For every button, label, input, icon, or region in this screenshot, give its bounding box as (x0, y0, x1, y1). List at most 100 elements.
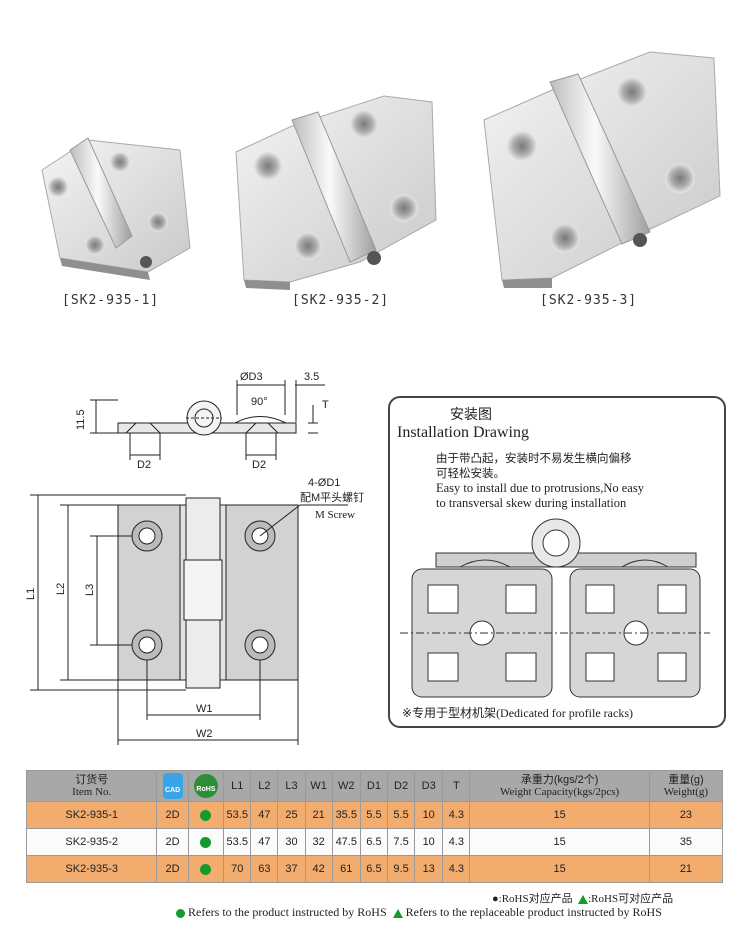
cell-w2: 35.5 (331, 801, 361, 829)
cell-l2: 47 (250, 801, 279, 829)
legend-cn: ●:RoHS对应产品 :RoHS可对应产品 (492, 890, 673, 906)
cell-weight: 35 (648, 828, 724, 856)
technical-drawing: ØD3 3.5 11.5 90° T D2 D2 L1 L2 L3 W1 (25, 371, 364, 745)
legend-en-tri: Refers to the replaceable product instru… (405, 905, 662, 919)
header-d2: D2 (386, 770, 416, 802)
cell-l2: 63 (250, 855, 279, 883)
install-footer-cn: ※专用于型材机架 (402, 706, 497, 720)
legend-cn-dot: ●:RoHS对应产品 (492, 893, 573, 905)
cell-d1: 6.5 (359, 855, 388, 883)
cell-w2: 61 (331, 855, 361, 883)
dim-3-5: 3.5 (304, 371, 319, 383)
header-capacity: 承重力(kgs/2个)Weight Capacity(kgs/2pcs) (469, 770, 650, 802)
cell-l2: 47 (250, 828, 279, 856)
rohs-dot-icon (200, 836, 212, 848)
rohs-dot-icon (200, 863, 212, 875)
dim-11-5: 11.5 (75, 409, 87, 430)
cell-d3: 10 (414, 828, 444, 856)
screw-note-en: M Screw (315, 509, 355, 521)
cell-l3: 37 (277, 855, 306, 883)
product-image-sk2-935-3 (483, 51, 721, 288)
table-row: SK2-935-3 2D 70 63 37 42 61 6.5 9.5 13 4… (25, 855, 724, 883)
product-caption-3: [SK2-935-3] (540, 293, 638, 308)
legend-en: Refers to the product instructed by RoHS… (176, 905, 662, 920)
cell-capacity: 15 (469, 855, 650, 883)
table-row: SK2-935-1 2D 53.5 47 25 21 35.5 5.5 5.5 … (25, 801, 724, 829)
cell-l1: 53.5 (223, 828, 252, 856)
cell-w1: 42 (304, 855, 333, 883)
dim-w2: W2 (196, 728, 213, 740)
cell-rohs (187, 828, 225, 856)
cell-t: 4.3 (442, 801, 471, 829)
cell-l1: 53.5 (223, 801, 252, 829)
cell-d3: 10 (414, 801, 444, 829)
dim-t: T (322, 399, 329, 411)
cell-d1: 6.5 (359, 828, 388, 856)
legend-en-dot: Refers to the product instructed by RoHS (188, 905, 387, 919)
dim-d2-left: D2 (137, 459, 151, 471)
cell-item: SK2-935-1 (25, 801, 158, 829)
product-photos (41, 51, 721, 290)
cell-t: 4.3 (442, 828, 471, 856)
header-l2: L2 (250, 770, 279, 802)
cell-l3: 25 (277, 801, 306, 829)
product-image-sk2-935-1 (41, 137, 191, 280)
cell-item: SK2-935-3 (25, 855, 158, 883)
header-d1: D1 (359, 770, 388, 802)
header-l3: L3 (277, 770, 306, 802)
cell-d2: 5.5 (386, 801, 416, 829)
cell-weight: 23 (648, 801, 724, 829)
triangle-icon (392, 908, 403, 918)
dim-angle: 90° (251, 396, 268, 408)
cad-icon: CAD (162, 773, 183, 799)
dim-w1: W1 (196, 703, 213, 715)
cell-item: SK2-935-2 (25, 828, 158, 856)
cell-d1: 5.5 (359, 801, 388, 829)
cell-capacity: 15 (469, 828, 650, 856)
dim-d2-right: D2 (252, 459, 266, 471)
screw-note-cn: 配M平头螺钉 (300, 491, 364, 504)
install-footer: ※专用于型材机架(Dedicated for profile racks) (402, 704, 633, 721)
dim-l3: L3 (84, 584, 96, 596)
header-rohs: RoHS (187, 770, 225, 802)
cell-cad: 2D (156, 828, 189, 856)
cell-weight: 21 (648, 855, 724, 883)
install-title-cn: 安装图 (450, 407, 492, 423)
rohs-dot-icon (176, 908, 185, 918)
cell-d2: 9.5 (386, 855, 416, 883)
cell-rohs (187, 855, 225, 883)
cell-t: 4.3 (442, 855, 471, 883)
header-w1: W1 (304, 770, 333, 802)
header-d3: D3 (414, 770, 444, 802)
table-row: SK2-935-2 2D 53.5 47 30 32 47.5 6.5 7.5 … (25, 828, 724, 856)
cell-w1: 21 (304, 801, 333, 829)
header-cad: CAD (156, 770, 189, 802)
rohs-icon: RoHS (193, 774, 218, 798)
cell-l3: 30 (277, 828, 306, 856)
cell-w2: 47.5 (331, 828, 361, 856)
cell-d3: 13 (414, 855, 444, 883)
rohs-dot-icon (200, 809, 212, 821)
header-w2: W2 (331, 770, 361, 802)
install-title-en: Installation Drawing (397, 424, 529, 441)
install-note-cn-2: 可轻松安装。 (436, 466, 505, 480)
cell-l1: 70 (223, 855, 252, 883)
profile-rack-illustration (400, 518, 710, 698)
cell-cad: 2D (156, 801, 189, 829)
dim-4-d1: 4-ØD1 (308, 477, 340, 489)
header-l1: L1 (223, 770, 252, 802)
header-t: T (442, 770, 471, 802)
install-footer-en: (Dedicated for profile racks) (496, 706, 633, 720)
dim-l1: L1 (25, 588, 37, 600)
dim-d3: ØD3 (240, 371, 263, 383)
dim-l2: L2 (55, 583, 67, 595)
cell-cad: 2D (156, 855, 189, 883)
cell-capacity: 15 (469, 801, 650, 829)
cell-d2: 7.5 (386, 828, 416, 856)
install-note-cn-1: 由于带凸起，安装时不易发生横向偏移 (436, 451, 632, 465)
triangle-icon (578, 894, 589, 904)
legend-cn-tri: :RoHS可对应产品 (588, 893, 674, 905)
